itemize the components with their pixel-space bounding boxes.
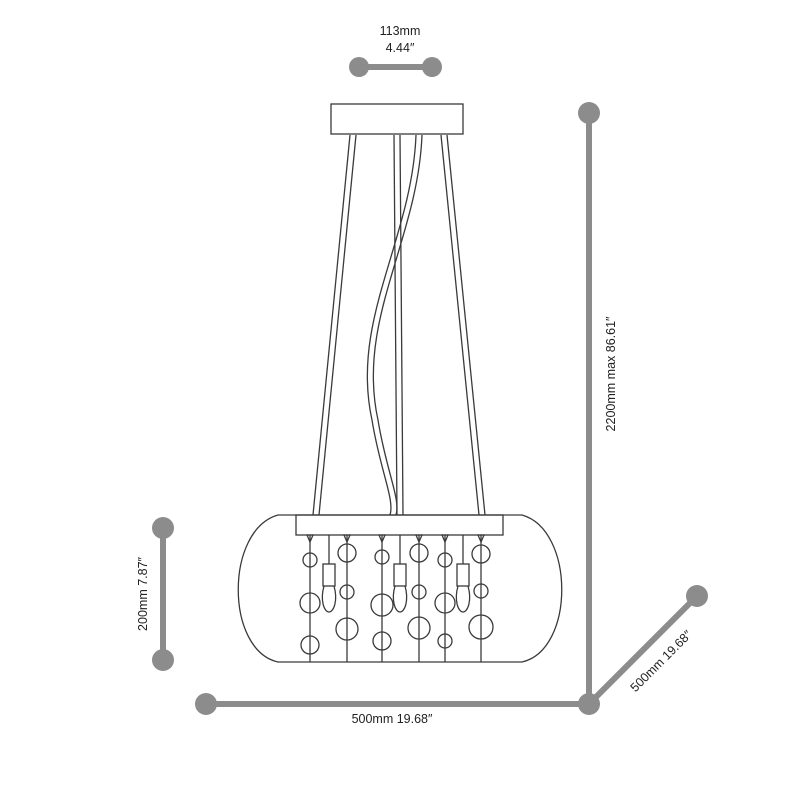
strand-cap [378,534,386,544]
fixture-plate [295,514,504,536]
power-cord [366,134,417,516]
bulb-socket [322,563,336,587]
crystal-bead [471,544,491,564]
suspension-cable [318,134,357,516]
canopy-width-end-dot [422,57,442,77]
crystal-bead [434,592,456,614]
power-cord [372,134,423,516]
width-start-dot [195,693,217,715]
canopy-width-imperial-label: 4.44″ [386,41,415,55]
crystal-bead [473,583,489,599]
crystal-bead [370,593,394,617]
light-bulb [392,585,408,613]
strand-cap [441,534,449,544]
crystal-bead [372,631,392,651]
crystal-bead [409,543,429,563]
crystal-bead [339,584,355,600]
shade-height-top-dot [152,517,174,539]
suspension-cable [440,134,480,516]
shade-height-bottom-dot [152,649,174,671]
crystal-bead [407,616,431,640]
crystal-bead [337,543,357,563]
light-bulb [321,585,337,613]
strand-cap [415,534,423,544]
canopy-width-dimension: 113mm 4.44″ [349,24,442,77]
canopy-width-metric-label: 113mm [380,24,421,38]
crystal-bead [300,635,320,655]
strand-cap [477,534,485,544]
light-bulb [455,585,471,613]
suspension-cable [393,134,398,516]
crystal-bead [299,592,321,614]
bulb-socket [393,563,407,587]
crystal-bead [411,584,427,600]
depth-dimension: 500mm 19.68″ [578,585,708,715]
crystal-bead [437,552,453,568]
crystal-bead [437,633,453,649]
shade-height-label: 200mm 7.87″ [136,556,150,630]
bulb-socket [456,563,470,587]
overall-height-label: 2200mm max 86.61″ [604,316,618,431]
shade-outline [237,514,563,663]
suspension-cable [312,134,351,516]
strand-cap [343,534,351,544]
suspension-cable [399,134,404,516]
corner-dot [578,693,600,715]
canopy-width-start-dot [349,57,369,77]
crystal-bead [468,614,494,640]
crystal-bead [302,552,318,568]
width-label: 500mm 19.68″ [352,712,433,726]
suspension-cables [312,134,486,516]
overall-height-top-dot [578,102,600,124]
crystal-bead [374,549,390,565]
crystal-bead [335,617,359,641]
depth-label: 500mm 19.68″ [628,627,695,694]
ceiling-canopy [330,103,464,135]
depth-bar [586,593,700,707]
crystal-strands [299,534,494,662]
depth-end-dot [686,585,708,607]
suspension-cable [446,134,486,516]
width-dimension: 500mm 19.68″ [195,693,592,726]
strand-cap [306,534,314,544]
shade-height-dimension: 200mm 7.87″ [136,517,174,671]
overall-height-dimension: 2200mm max 86.61″ [578,102,618,707]
